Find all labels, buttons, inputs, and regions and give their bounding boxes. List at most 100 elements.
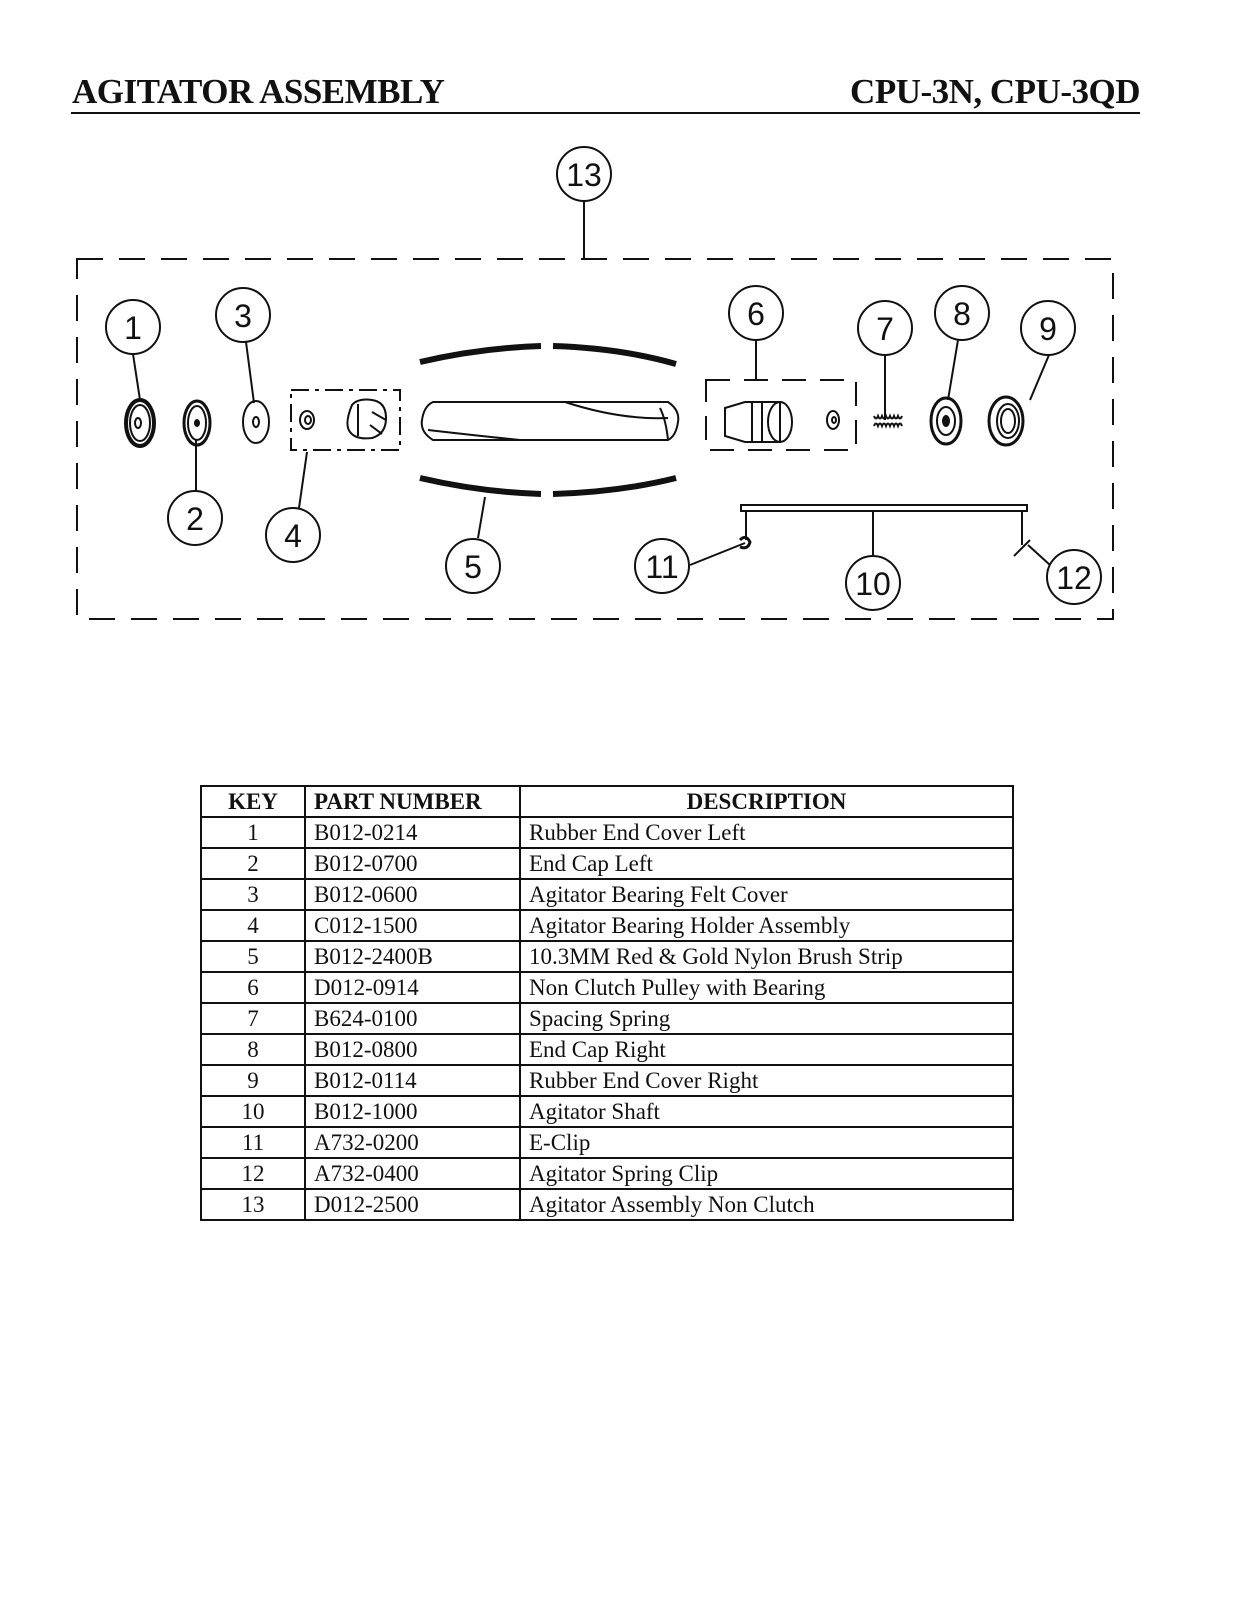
cell-key: 11 (200, 1126, 306, 1159)
callout-label-2: 2 (186, 501, 204, 537)
cell-key: 4 (200, 909, 306, 942)
callout-circle-6 (728, 285, 784, 341)
cell-part-number: C012-1500 (304, 909, 521, 942)
callout-circle-10 (845, 555, 901, 611)
cell-part-number: D012-2500 (304, 1188, 521, 1221)
callout-circle-7 (857, 300, 913, 356)
callout-label-4: 4 (284, 518, 302, 554)
column-header-key: KEY (200, 785, 306, 818)
callout-circle-2 (167, 490, 223, 546)
cell-description: End Cap Left (519, 847, 1014, 880)
cell-part-number: A732-0200 (304, 1126, 521, 1159)
cell-description: Agitator Bearing Holder Assembly (519, 909, 1014, 942)
cell-key: 12 (200, 1157, 306, 1190)
bearing-holder-part (290, 389, 401, 451)
cell-part-number: D012-0914 (304, 971, 521, 1004)
callout-label-12: 12 (1056, 560, 1092, 596)
cell-description: Non Clutch Pulley with Bearing (519, 971, 1014, 1004)
rubber-end-cover-left-part (124, 398, 156, 448)
cell-description: Rubber End Cover Right (519, 1064, 1014, 1097)
cell-key: 5 (200, 940, 306, 973)
cell-key: 3 (200, 878, 306, 911)
cell-description: End Cap Right (519, 1033, 1014, 1066)
callout-circle-8 (934, 285, 990, 341)
cell-key: 8 (200, 1033, 306, 1066)
cell-key: 13 (200, 1188, 306, 1221)
agitator-dowel-part (420, 401, 680, 441)
cell-key: 6 (200, 971, 306, 1004)
cell-part-number: B012-0600 (304, 878, 521, 911)
page-title: AGITATOR ASSEMBLY (72, 72, 445, 111)
column-header-part-number: PART NUMBER (304, 785, 521, 818)
cell-part-number: B012-0214 (304, 816, 521, 849)
spacing-spring-part (873, 413, 903, 429)
callout-label-3: 3 (234, 298, 252, 334)
cell-part-number: B012-0700 (304, 847, 521, 880)
cell-description: Agitator Bearing Felt Cover (519, 878, 1014, 911)
end-cap-left-part (182, 399, 212, 447)
agitator-shaft-part (740, 504, 1028, 545)
cell-key: 1 (200, 816, 306, 849)
cell-description: E-Clip (519, 1126, 1014, 1159)
cell-description: Rubber End Cover Left (519, 816, 1014, 849)
callout-label-9: 9 (1039, 311, 1057, 347)
assembly-boundary (76, 258, 1114, 620)
callout-label-10: 10 (855, 566, 891, 602)
brush-strips-part (419, 343, 677, 497)
cell-description: Spacing Spring (519, 1002, 1014, 1035)
callout-circle-11 (634, 538, 690, 594)
callout-label-11: 11 (645, 549, 678, 585)
callout-label-13: 13 (566, 157, 602, 193)
cell-description: Agitator Spring Clip (519, 1157, 1014, 1190)
exploded-diagram: 1 2 3 4 5 6 7 8 9 10 11 12 13 (76, 146, 1114, 620)
cell-description: 10.3MM Red & Gold Nylon Brush Strip (519, 940, 1014, 973)
callout-circle-4 (265, 507, 321, 563)
callout-circle-9 (1020, 300, 1076, 356)
pulley-part (705, 379, 857, 451)
felt-cover-part (242, 400, 270, 444)
cell-key: 9 (200, 1064, 306, 1097)
cell-key: 7 (200, 1002, 306, 1035)
callout-label-8: 8 (953, 296, 971, 332)
cell-part-number: B012-2400B (304, 940, 521, 973)
end-cap-right-part (929, 396, 963, 446)
table-header-row: KEY PART NUMBER DESCRIPTION (200, 785, 1014, 818)
callout-label-5: 5 (464, 549, 482, 585)
cell-key: 2 (200, 847, 306, 880)
model-numbers: CPU-3N, CPU-3QD (850, 72, 1140, 111)
cell-key: 10 (200, 1095, 306, 1128)
cell-description: Agitator Assembly Non Clutch (519, 1188, 1014, 1221)
callout-circle-13 (556, 146, 612, 202)
e-clip-part (738, 535, 752, 550)
callout-circle-5 (445, 538, 501, 594)
callout-label-1: 1 (124, 310, 142, 346)
callout-label-6: 6 (747, 296, 765, 332)
cell-part-number: B624-0100 (304, 1002, 521, 1035)
callout-circle-3 (215, 287, 271, 343)
cell-part-number: B012-0114 (304, 1064, 521, 1097)
cell-part-number: A732-0400 (304, 1157, 521, 1190)
cell-part-number: B012-0800 (304, 1033, 521, 1066)
rubber-end-cover-right-part (987, 395, 1025, 447)
header-rule (71, 112, 1140, 114)
callout-circle-12 (1046, 549, 1102, 605)
spring-clip-part (1013, 539, 1031, 557)
callout-label-7: 7 (876, 311, 894, 347)
cell-part-number: B012-1000 (304, 1095, 521, 1128)
cell-description: Agitator Shaft (519, 1095, 1014, 1128)
callout-circle-1 (105, 299, 161, 355)
